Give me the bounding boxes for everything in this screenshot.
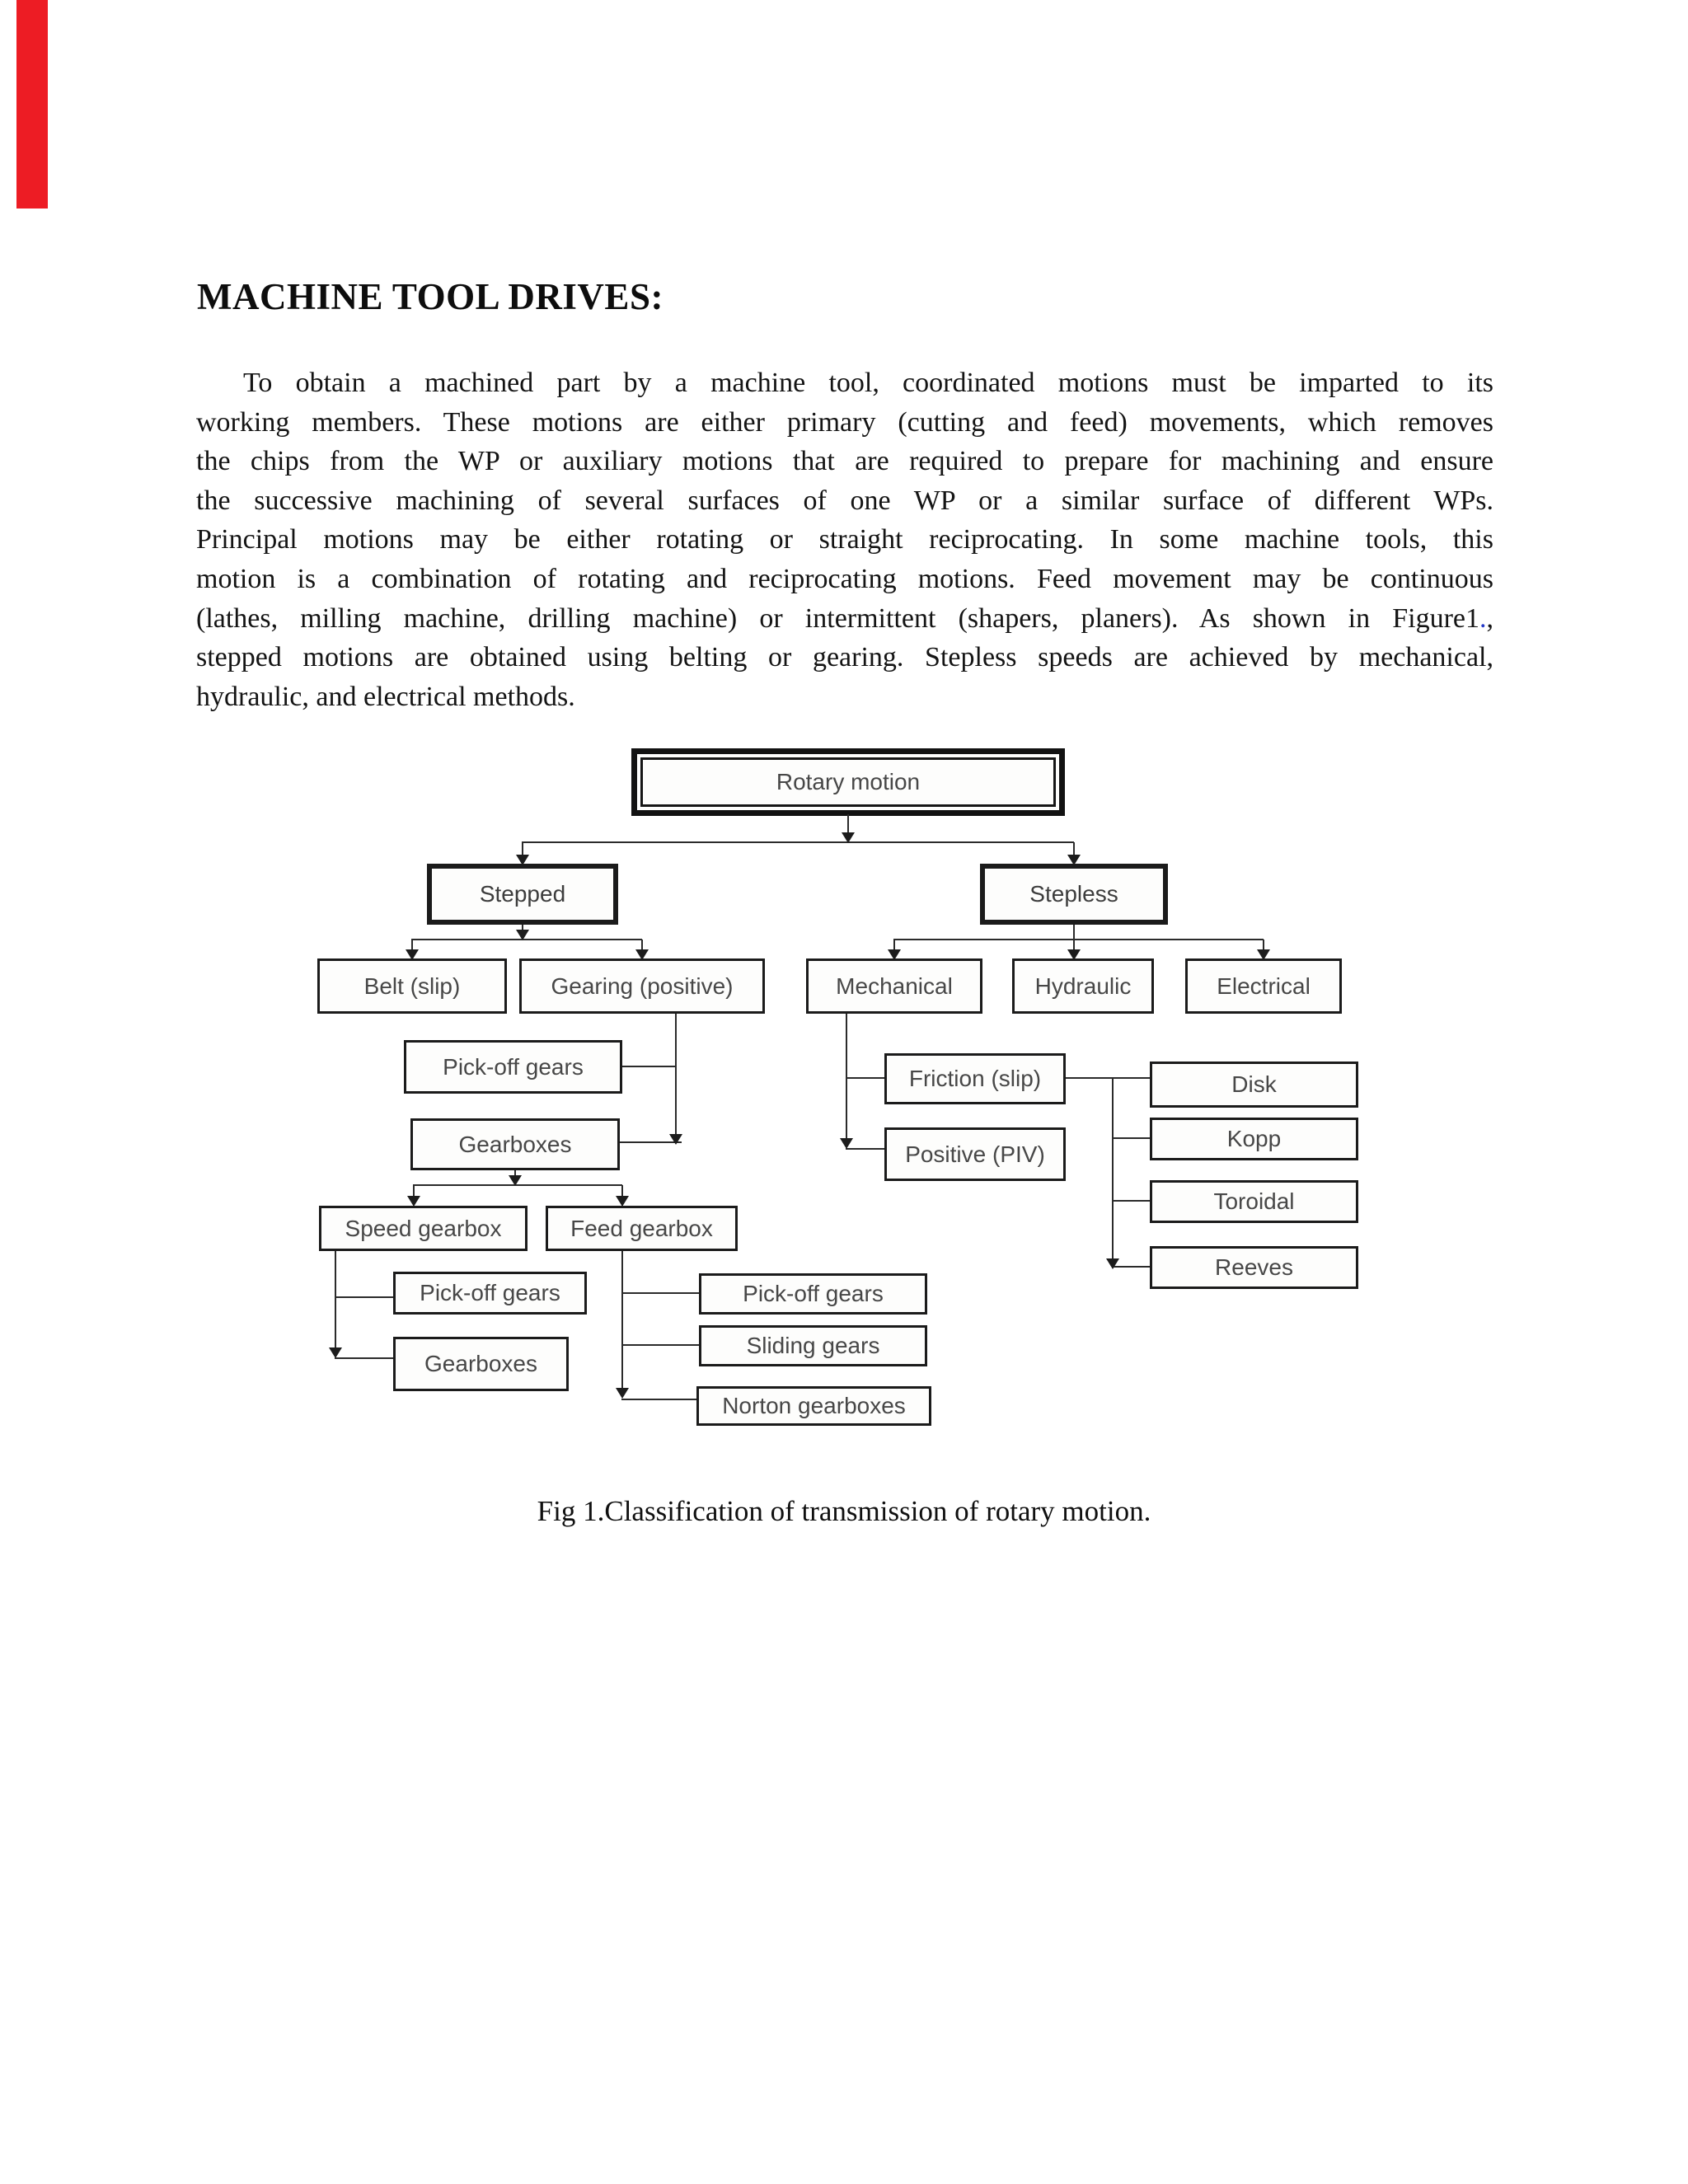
arrow-down-icon — [888, 949, 901, 960]
node-hydraulic: Hydraulic — [1012, 958, 1154, 1014]
connector-line — [335, 1251, 336, 1349]
node-norton-gearboxes: Norton gearboxes — [696, 1386, 931, 1426]
arrow-down-icon — [407, 1196, 420, 1207]
connector-line — [675, 1014, 677, 1135]
connector-line — [1073, 842, 1075, 856]
node-stepped: Stepped — [427, 864, 618, 925]
node-rotary-motion: Rotary motion — [631, 748, 1065, 816]
connector-line — [335, 1357, 393, 1359]
paragraph-line: the chips from the WP or auxiliary motio… — [196, 446, 1493, 477]
node-toroidal: Toroidal — [1150, 1180, 1358, 1223]
arrow-down-icon — [1067, 949, 1081, 960]
node-disk: Disk — [1150, 1062, 1358, 1108]
node-kopp: Kopp — [1150, 1118, 1358, 1160]
paragraph-line: To obtain a machined part by a machine t… — [243, 368, 1493, 398]
connector-line — [411, 940, 413, 951]
connector-line — [893, 940, 895, 951]
arrow-down-icon — [669, 1134, 682, 1145]
node-rotary-motion-frame: Rotary motion — [640, 757, 1056, 807]
connector-line — [620, 1141, 682, 1143]
connector-line — [522, 841, 1074, 843]
arrow-down-icon — [616, 1388, 629, 1399]
arrow-down-icon — [840, 1138, 853, 1149]
arrow-down-icon — [406, 949, 419, 960]
connector-line — [622, 1292, 699, 1294]
connector-line — [1112, 1078, 1114, 1259]
connector-line — [847, 814, 849, 834]
connector-line — [413, 1185, 415, 1197]
paragraph-text: (lathes, milling machine, drilling machi… — [196, 602, 1479, 634]
connector-line — [522, 842, 523, 856]
node-mechanical: Mechanical — [806, 958, 982, 1014]
paragraph-line: working members. These motions are eithe… — [196, 406, 1493, 438]
arrow-down-icon — [1106, 1258, 1119, 1269]
connector-line — [1112, 1266, 1150, 1268]
paragraph-line: the successive machining of several surf… — [196, 485, 1493, 516]
node-sliding-gears: Sliding gears — [699, 1325, 927, 1366]
arrow-down-icon — [509, 1175, 522, 1186]
node-electrical: Electrical — [1185, 958, 1342, 1014]
paragraph-line: (lathes, milling machine, drilling machi… — [196, 599, 1493, 639]
connector-line — [335, 1296, 393, 1298]
figure-reference-dot[interactable]: . — [1479, 602, 1487, 634]
node-pick-off-gears-1: Pick-off gears — [404, 1040, 622, 1094]
node-pick-off-gears-2: Pick-off gears — [393, 1272, 587, 1315]
node-gearing-positive: Gearing (positive) — [519, 958, 765, 1014]
node-positive-piv: Positive (PIV) — [884, 1127, 1066, 1181]
arrow-down-icon — [635, 949, 649, 960]
node-belt-slip: Belt (slip) — [317, 958, 507, 1014]
connector-line — [522, 925, 523, 931]
node-pick-off-gears-3: Pick-off gears — [699, 1273, 927, 1315]
connector-line — [893, 939, 1264, 940]
intro-paragraph: To obtain a machined part by a machine t… — [196, 363, 1493, 716]
node-friction-slip: Friction (slip) — [884, 1053, 1066, 1104]
connector-line — [1066, 1077, 1150, 1079]
arrow-down-icon — [516, 855, 529, 865]
node-gearboxes-2: Gearboxes — [393, 1337, 569, 1391]
connector-line — [641, 940, 643, 951]
connector-line — [621, 1251, 623, 1390]
connector-line — [622, 1344, 699, 1346]
paragraph-line: motion is a combination of rotating and … — [196, 563, 1493, 594]
paragraph-line: hydraulic, and electrical methods. — [196, 681, 575, 712]
paragraph-line: stepped motions are obtained using belti… — [196, 642, 1493, 673]
arrow-down-icon — [516, 930, 529, 940]
page-title: MACHINE TOOL DRIVES: — [197, 276, 663, 317]
figure-caption: Fig 1.Classification of transmission of … — [537, 1495, 1151, 1527]
arrow-down-icon — [616, 1196, 629, 1207]
connector-line — [514, 1170, 516, 1176]
red-ribbon — [16, 0, 48, 209]
flowchart-figure: Rotary motion Stepped Stepless Belt (sli… — [305, 733, 1368, 1436]
node-gearboxes-1: Gearboxes — [410, 1118, 620, 1170]
arrow-down-icon — [1257, 949, 1270, 960]
arrow-down-icon — [1067, 855, 1081, 865]
connector-line — [846, 1014, 847, 1138]
arrow-down-icon — [842, 832, 855, 843]
node-reeves: Reeves — [1150, 1246, 1358, 1289]
node-feed-gearbox: Feed gearbox — [546, 1206, 738, 1251]
connector-line — [1073, 925, 1075, 951]
connector-line — [1113, 1137, 1150, 1139]
connector-line — [621, 1399, 696, 1400]
connector-line — [622, 1066, 677, 1067]
paragraph-text: , — [1486, 602, 1494, 634]
connector-line — [846, 1077, 884, 1079]
connector-line — [1113, 1200, 1150, 1202]
arrow-down-icon — [329, 1347, 342, 1358]
node-speed-gearbox: Speed gearbox — [319, 1206, 528, 1251]
connector-line — [621, 1185, 623, 1197]
paragraph-line: Principal motions may be either rotating… — [196, 524, 1493, 555]
node-stepless: Stepless — [980, 864, 1168, 925]
connector-line — [846, 1148, 884, 1150]
connector-line — [1263, 940, 1264, 951]
